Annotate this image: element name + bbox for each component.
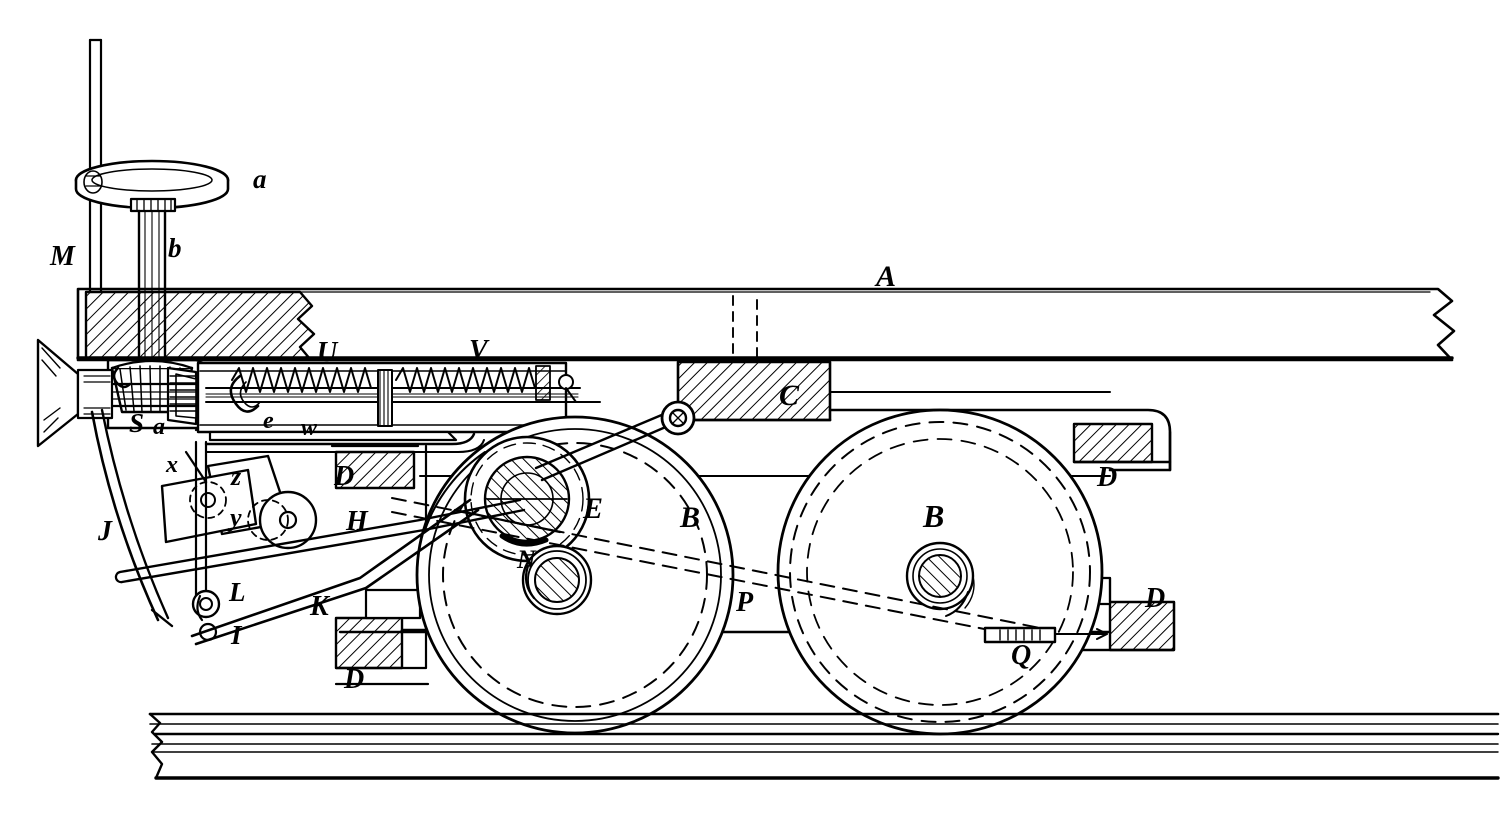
ref-label-D-lower-left: D [344,664,365,695]
ref-label-y: y [230,503,242,532]
bolster-block-c [676,360,1111,422]
ref-label-w: w [301,415,318,441]
ref-label-V: V [469,335,488,366]
frame-hidden-lines [732,295,758,361]
ref-label-b: b [168,233,182,263]
ref-label-D-lower-right: D [1145,583,1166,614]
ref-label-L: L [229,577,246,607]
ref-label-N: N [517,545,536,574]
eccentric-disc-e [463,435,591,563]
ref-label-H: H [346,506,368,537]
reach-bar-j [90,408,174,628]
brake-rod-k [190,498,480,646]
tie-rod-p [391,497,1041,641]
right-wheel [776,408,1104,736]
ref-label-B-right: B [923,498,945,534]
ref-label-D-upper-right: D [1097,462,1118,493]
axle-collar-n [521,544,593,616]
ref-label-x: x [166,452,178,478]
rail [148,712,1500,780]
brake-linkage [160,440,318,642]
bearing-boxes-left [330,444,444,686]
ref-label-e: e [263,408,274,434]
ref-label-a-collar: a [153,414,165,440]
ref-label-I: I [231,620,242,650]
ref-label-E: E [583,492,604,525]
ref-label-C: C [779,379,800,412]
ref-label-D-upper-left: D [334,461,355,492]
ref-label-U: U [317,337,338,368]
ref-label-P: P [736,587,754,618]
bevel-gear-assembly [36,338,216,448]
ref-label-Q: Q [1011,640,1032,671]
ref-label-K: K [310,591,329,622]
brake-shoe-q [983,626,1108,644]
ref-label-A: A [876,260,897,293]
ref-label-M: M [50,241,75,272]
steering-assembly [74,38,230,372]
ref-label-a: a [253,164,267,194]
ref-label-z: z [231,462,242,491]
brake-rod-h [114,498,526,584]
main-frame-sill [76,287,1456,362]
right-frame-arm [828,408,1172,472]
ref-label-B-left: B [680,501,701,534]
ref-label-S: S [129,408,145,438]
ref-label-J: J [98,516,112,547]
connecting-rod [534,400,696,482]
